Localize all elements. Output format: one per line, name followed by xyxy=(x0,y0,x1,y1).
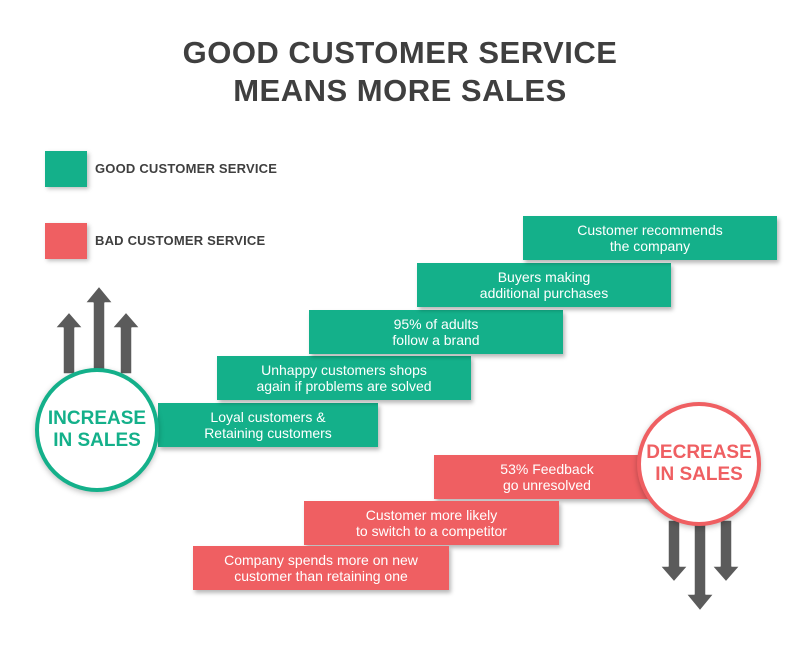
good-step-1-line-1: Loyal customers & xyxy=(210,409,326,425)
good-step-2: Unhappy customers shops again if problem… xyxy=(217,356,471,400)
up-arrow-left xyxy=(54,311,84,375)
legend-label-bad: BAD CUSTOMER SERVICE xyxy=(95,233,266,248)
down-arrow-right xyxy=(711,519,741,583)
good-step-5-line-1: Customer recommends xyxy=(577,222,723,238)
title-line-1: GOOD CUSTOMER SERVICE xyxy=(182,35,618,70)
up-arrows-icon xyxy=(54,285,141,375)
bad-step-2: Customer more likely to switch to a comp… xyxy=(304,501,559,545)
bad-step-1: 53% Feedback go unresolved xyxy=(434,455,660,499)
bad-step-3-line-2: customer than retaining one xyxy=(234,568,408,584)
page-title: GOOD CUSTOMER SERVICE MEANS MORE SALES xyxy=(0,34,800,110)
legend-swatch-good xyxy=(45,151,87,187)
bad-step-1-line-2: go unresolved xyxy=(503,477,591,493)
up-arrow-center xyxy=(84,285,114,375)
good-step-4-line-1: Buyers making xyxy=(497,269,591,285)
bad-step-2-line-1: Customer more likely xyxy=(365,507,498,523)
good-step-2-line-2: again if problems are solved xyxy=(256,378,432,394)
decrease-line-1: DECREASE xyxy=(646,442,752,463)
increase-line-1: INCREASE xyxy=(47,408,147,429)
bad-step-1-line-1: 53% Feedback xyxy=(500,461,594,477)
bad-step-2-line-2: to switch to a competitor xyxy=(356,523,507,539)
increase-line-2: IN SALES xyxy=(53,430,141,451)
good-step-3: 95% of adults follow a brand xyxy=(309,310,563,354)
legend-label-good: GOOD CUSTOMER SERVICE xyxy=(95,161,278,176)
good-step-2-line-1: Unhappy customers shops xyxy=(261,362,427,378)
down-arrows-icon xyxy=(659,519,741,612)
good-step-1-line-2: Retaining customers xyxy=(204,425,332,441)
good-step-4: Buyers making additional purchases xyxy=(417,263,671,307)
bad-step-3-line-1: Company spends more on new xyxy=(224,552,418,568)
good-step-5-line-2: the company xyxy=(609,238,691,254)
good-step-5: Customer recommends the company xyxy=(523,216,777,260)
good-step-3-line-2: follow a brand xyxy=(392,332,480,348)
title-line-2: MEANS MORE SALES xyxy=(233,73,567,108)
down-arrow-left xyxy=(659,519,689,583)
good-step-1: Loyal customers & Retaining customers xyxy=(158,403,378,447)
bad-step-3: Company spends more on new customer than… xyxy=(193,546,449,590)
good-step-4-line-2: additional purchases xyxy=(479,285,609,301)
increase-in-sales-circle: INCREASE IN SALES xyxy=(35,368,159,492)
decrease-line-2: IN SALES xyxy=(655,464,743,485)
legend-swatch-bad xyxy=(45,223,87,259)
down-arrow-center xyxy=(685,519,715,612)
good-step-3-line-1: 95% of adults xyxy=(393,316,479,332)
decrease-in-sales-circle: DECREASE IN SALES xyxy=(637,402,761,526)
up-arrow-right xyxy=(111,311,141,375)
